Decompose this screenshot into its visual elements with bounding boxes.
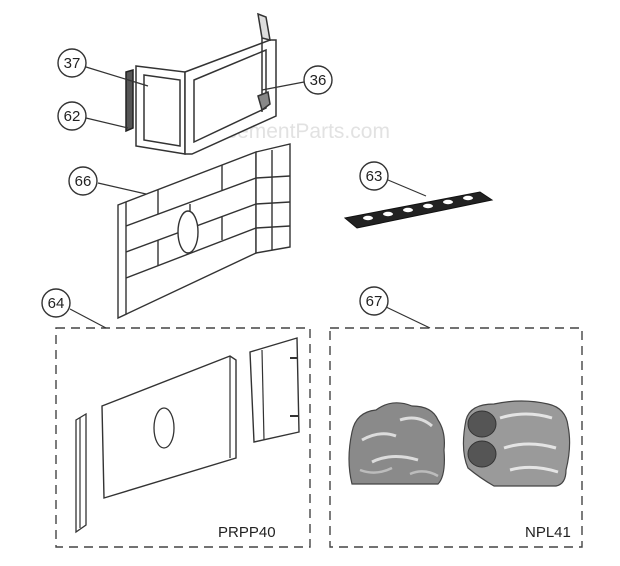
- refractory-kit-box: PRPP40: [55, 327, 311, 548]
- callout-37-label: 37: [64, 55, 81, 72]
- log-kit-box: NPL41: [329, 327, 583, 548]
- callout-66: 66: [68, 166, 98, 196]
- door-frame-assembly: [125, 12, 277, 155]
- callout-37: 37: [57, 48, 87, 78]
- callout-63-label: 63: [366, 168, 383, 185]
- callout-63: 63: [359, 161, 389, 191]
- log-left: [348, 402, 445, 485]
- leader-lines: [69, 66, 431, 329]
- callout-67-label: 67: [366, 293, 383, 310]
- callout-67: 67: [359, 286, 389, 316]
- kit-label-npl41: NPL41: [525, 524, 571, 541]
- callout-64-label: 64: [48, 295, 65, 312]
- callout-66-label: 66: [75, 173, 92, 190]
- callout-64: 64: [41, 288, 71, 318]
- callout-62: 62: [57, 101, 87, 131]
- refractory-brick-panel: [117, 143, 291, 320]
- decorative-grate: [343, 191, 494, 229]
- callout-62-label: 62: [64, 108, 81, 125]
- kit-label-prpp40: PRPP40: [218, 524, 276, 541]
- callout-36: 36: [303, 65, 333, 95]
- callout-36-label: 36: [310, 72, 327, 89]
